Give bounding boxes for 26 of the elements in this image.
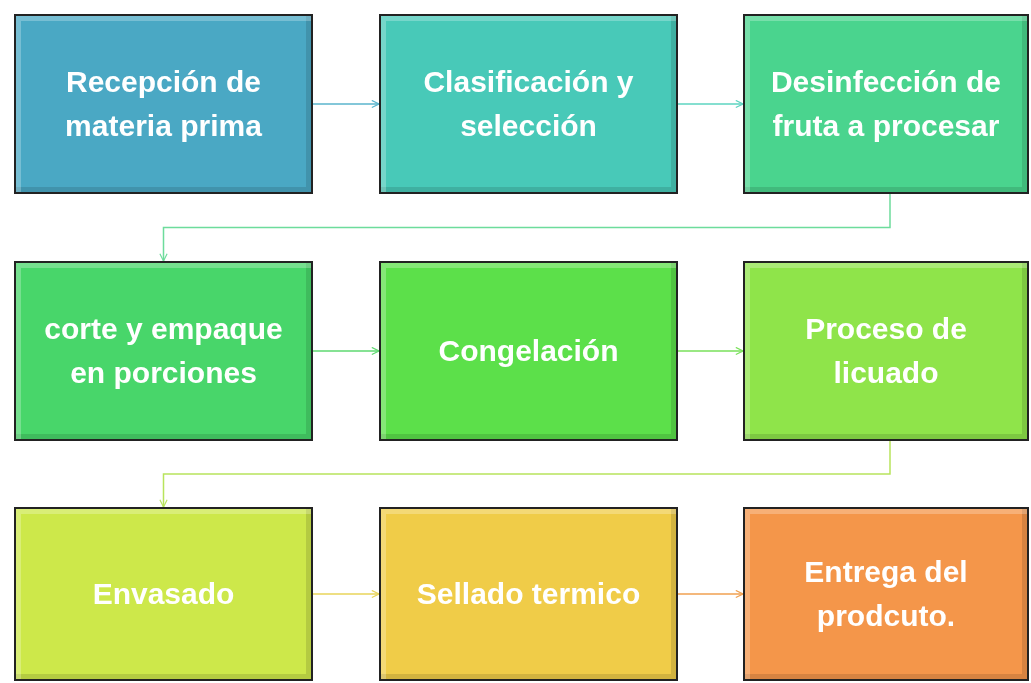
arrow	[312, 589, 380, 599]
process-box	[14, 261, 313, 441]
arrow	[677, 346, 744, 356]
arrow	[159, 193, 891, 262]
step-label: Envasado	[92, 576, 235, 612]
process-box	[379, 14, 678, 194]
step-label: Desinfección de fruta a procesar	[769, 64, 1003, 144]
step-label: corte y empaque en porciones	[43, 311, 284, 391]
arrow	[312, 346, 380, 356]
step-label: Proceso de licuado	[804, 311, 968, 391]
process-box	[743, 261, 1029, 441]
process-box	[14, 507, 313, 681]
arrow	[312, 99, 380, 109]
step-label: Clasificación y selección	[422, 64, 635, 144]
arrow	[677, 589, 744, 599]
process-box	[743, 14, 1029, 194]
step-label: Entrega del prodcuto.	[803, 554, 969, 634]
arrow	[159, 440, 891, 508]
process-box	[379, 261, 678, 441]
process-box	[14, 14, 313, 194]
step-label: Congelación	[438, 333, 619, 369]
arrow	[677, 99, 744, 109]
process-box	[379, 507, 678, 681]
step-label: Sellado termico	[416, 576, 641, 612]
step-label: Recepción de materia prima	[64, 64, 263, 144]
process-box	[743, 507, 1029, 681]
